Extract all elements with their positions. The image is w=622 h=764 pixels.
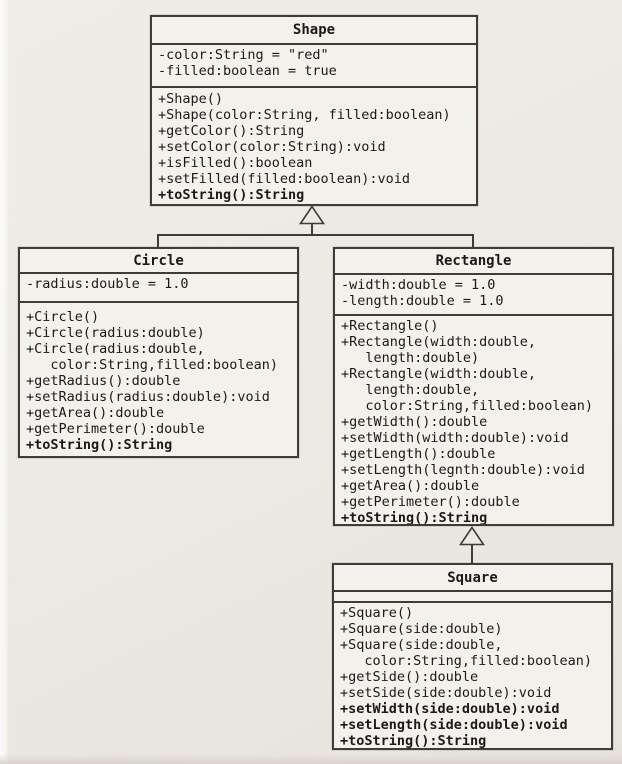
method-line: +Shape() xyxy=(158,91,224,107)
method-line: +getPerimeter():double xyxy=(341,494,520,510)
method-line: +setLength(legnth:double):void xyxy=(341,462,585,478)
method-line: +setColor(color:String):void xyxy=(158,139,386,155)
method-line: color:String,filled:boolean) xyxy=(340,653,592,669)
class-title: Square xyxy=(334,565,611,592)
class-box-rectangle: Rectangle -width:double = 1.0-length:dou… xyxy=(333,247,614,526)
class-box-shape: Shape -color:String = "red"-filled:boole… xyxy=(150,15,478,206)
inheritance-connector-stem-square xyxy=(471,544,473,563)
attribute-line: -width:double = 1.0 xyxy=(341,277,496,293)
methods-compartment: +Square()+Square(side:double)+Square(sid… xyxy=(334,603,611,748)
method-line: +getPerimeter():double xyxy=(26,421,205,437)
method-line: +Rectangle(width:double, xyxy=(341,366,537,382)
attributes-compartment: -color:String = "red"-filled:boolean = t… xyxy=(152,45,476,88)
attributes-compartment: -radius:double = 1.0 xyxy=(20,274,297,303)
inheritance-connector-stub-circle xyxy=(157,234,159,247)
method-line: +Rectangle(width:double, xyxy=(341,334,537,350)
method-line: +getArea():double xyxy=(341,478,480,494)
methods-compartment: +Circle()+Circle(radius:double)+Circle(r… xyxy=(20,303,297,456)
class-title: Circle xyxy=(20,249,297,274)
method-line: +setFilled(filled:boolean):void xyxy=(158,171,410,187)
attribute-line: -radius:double = 1.0 xyxy=(26,276,189,292)
attribute-line: -color:String = "red" xyxy=(158,47,329,63)
method-line: +setWidth(width:double):void xyxy=(341,430,569,446)
inheritance-connector-horizontal xyxy=(157,234,474,236)
method-line: +setLength(side:double):void xyxy=(340,717,568,733)
method-line: +isFilled():boolean xyxy=(158,155,313,171)
methods-compartment: +Shape()+Shape(color:String, filled:bool… xyxy=(152,88,476,204)
attribute-line: -filled:boolean = true xyxy=(158,63,337,79)
class-title: Shape xyxy=(152,17,476,45)
method-line: +getColor():String xyxy=(158,123,305,139)
generalization-triangle-icon xyxy=(298,205,326,225)
method-line: +setSide(side:double):void xyxy=(340,685,552,701)
method-line: +setWidth(side:double):void xyxy=(340,701,560,717)
method-line: +getArea():double xyxy=(26,405,165,421)
method-line: +Rectangle() xyxy=(341,318,439,334)
method-line: length:double) xyxy=(341,350,480,366)
method-line: +getWidth():double xyxy=(341,414,488,430)
scan-edge-left xyxy=(0,0,9,764)
method-line: +Square(side:double) xyxy=(340,621,503,637)
method-line: color:String,filled:boolean) xyxy=(341,398,593,414)
method-line: +toString():String xyxy=(341,510,488,524)
method-line: +toString():String xyxy=(26,437,173,453)
generalization-triangle-icon xyxy=(458,526,486,546)
method-line: color:String,filled:boolean) xyxy=(26,357,278,373)
method-line: +getRadius():double xyxy=(26,373,181,389)
inheritance-connector-stub-rectangle xyxy=(472,234,474,247)
attributes-compartment: -width:double = 1.0-length:double = 1.0 xyxy=(335,275,612,316)
method-line: +Shape(color:String, filled:boolean) xyxy=(158,107,451,123)
attribute-line: -length:double = 1.0 xyxy=(341,293,504,309)
method-line: +Square(side:double, xyxy=(340,637,503,653)
method-line: +Circle() xyxy=(26,309,100,325)
attributes-compartment xyxy=(334,592,611,603)
scan-edge-bottom xyxy=(0,754,622,764)
method-line: +toString():String xyxy=(340,733,487,748)
method-line: +getLength():double xyxy=(341,446,496,462)
method-line: +toString():String xyxy=(158,187,305,203)
method-line: +getSide():double xyxy=(340,669,479,685)
inheritance-connector-stem xyxy=(311,223,313,235)
class-box-circle: Circle -radius:double = 1.0 +Circle()+Ci… xyxy=(18,247,299,458)
methods-compartment: +Rectangle()+Rectangle(width:double, len… xyxy=(335,316,612,524)
method-line: +Circle(radius:double, xyxy=(26,341,205,357)
method-line: +setRadius(radius:double):void xyxy=(26,389,270,405)
method-line: +Square() xyxy=(340,605,414,621)
class-title: Rectangle xyxy=(335,249,612,275)
method-line: +Circle(radius:double) xyxy=(26,325,205,341)
method-line: length:double, xyxy=(341,382,480,398)
class-box-square: Square +Square()+Square(side:double)+Squ… xyxy=(332,563,613,750)
